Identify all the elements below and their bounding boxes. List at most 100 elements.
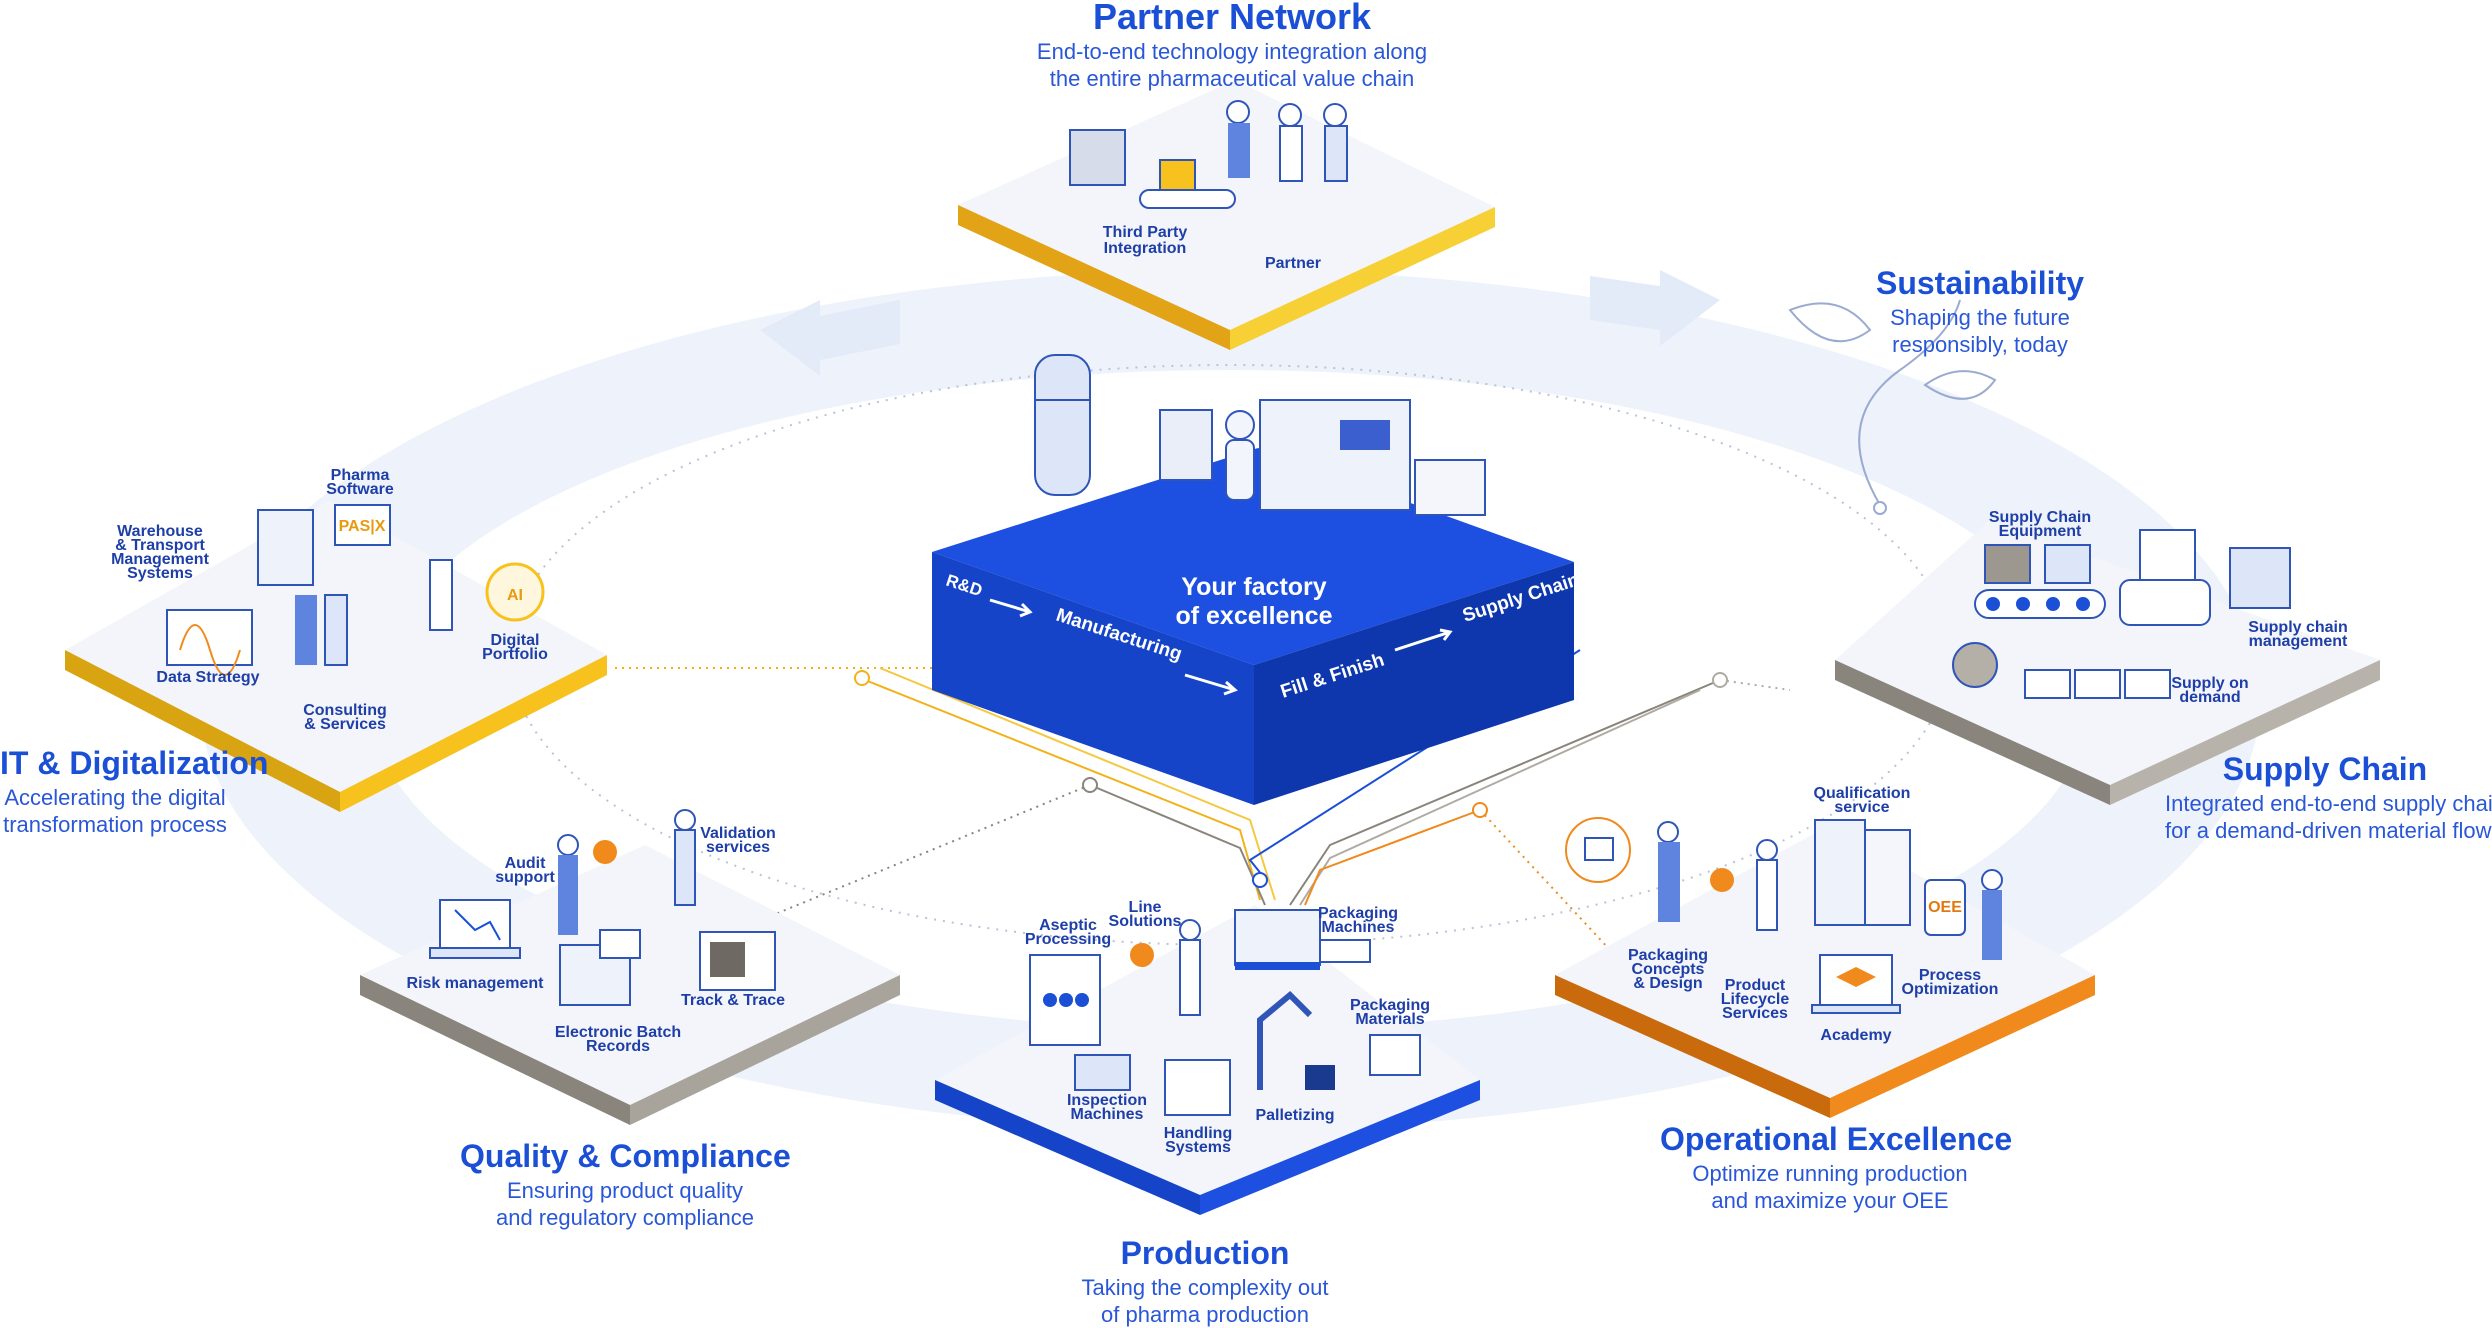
- production-item-pack-materials-1: Packaging: [1350, 997, 1430, 1014]
- ring-arrow: [1590, 270, 1720, 346]
- section-supply-chain: Supply Chain Integrated end-to-end suppl…: [2165, 748, 2492, 844]
- section-subtitle: Optimize running production and maximize…: [1692, 1161, 1968, 1213]
- it-item-management: Management: [111, 551, 209, 568]
- opex-item-qualification: Qualification: [1814, 785, 1911, 802]
- it-item-digital: Digital: [491, 632, 540, 649]
- section-title: Quality & Compliance: [460, 1138, 791, 1174]
- opex-item-services: Services: [1722, 1005, 1788, 1022]
- quality-item-services: services: [706, 839, 770, 856]
- section-title: Sustainability: [1875, 265, 2085, 301]
- quality-platform: Audit support Validation services Risk m…: [360, 809, 900, 1125]
- partner-item-partner: Partner: [1265, 255, 1321, 272]
- partner-platform: Third Party Integration Partner: [958, 80, 1495, 350]
- it-pasx-badge: PAS|X: [339, 518, 386, 535]
- opex-illustration: [1565, 817, 2003, 1014]
- supply-item-demand-2: demand: [2179, 689, 2240, 706]
- sustainability-plant: [1788, 299, 1997, 515]
- cube-left: [932, 552, 1254, 805]
- section-title: Production: [1120, 1235, 1290, 1271]
- section-subtitle: Taking the complexity out of pharma prod…: [1081, 1275, 1329, 1327]
- production-item-processing: Processing: [1025, 931, 1111, 948]
- supply-item-equipment-1: Supply Chain: [1989, 509, 2091, 526]
- section-it-digitalization: IT & Digitalization Accelerating the dig…: [0, 742, 269, 838]
- quality-item-ebr-2: Records: [586, 1038, 650, 1055]
- production-item-solutions: Solutions: [1109, 913, 1182, 930]
- it-item-warehouse: Warehouse: [117, 523, 203, 540]
- production-item-aseptic: Aseptic: [1039, 917, 1097, 934]
- it-illustration: [166, 504, 545, 676]
- cube-right: [1254, 562, 1574, 805]
- production-item-pack-materials-2: Materials: [1355, 1011, 1424, 1028]
- opex-item-academy: Academy: [1820, 1027, 1891, 1044]
- cube-title-line2: of excellence: [1175, 602, 1332, 630]
- partner-item-integration: Integration: [1104, 240, 1187, 257]
- section-subtitle: Shaping the future responsibly, today: [1890, 305, 2070, 357]
- quality-item-ebr-1: Electronic Batch: [555, 1024, 681, 1041]
- it-item-consulting: Consulting: [303, 702, 387, 719]
- production-item-handling-2: Systems: [1165, 1139, 1231, 1156]
- section-subtitle: End-to-end technology integration along …: [1036, 39, 1428, 91]
- it-item-services: & Services: [304, 716, 386, 733]
- it-item-portfolio: Portfolio: [482, 646, 548, 663]
- supply-item-demand-1: Supply on: [2171, 675, 2248, 692]
- central-cube: Your factory of excellence R&D Manufactu…: [932, 354, 1582, 805]
- opex-item-concepts: Concepts: [1632, 961, 1705, 978]
- section-title: Operational Excellence: [1660, 1121, 2013, 1157]
- ring-arrow: [760, 300, 900, 376]
- quality-item-risk: Risk management: [407, 975, 545, 992]
- section-sustainability: Sustainability Shaping the future respon…: [1850, 262, 2110, 358]
- supply-illustration: [1952, 529, 2291, 699]
- production-item-inspection-1: Inspection: [1067, 1092, 1147, 1109]
- opex-item-process: Process: [1919, 967, 1981, 984]
- it-item-systems: Systems: [127, 565, 193, 582]
- quality-item-validation: Validation: [700, 825, 776, 842]
- opex-item-packaging: Packaging: [1628, 947, 1708, 964]
- production-item-pack-machines-1: Packaging: [1318, 905, 1398, 922]
- partner-item-third-party: Third Party: [1103, 224, 1188, 241]
- opex-item-lifecycle: Lifecycle: [1721, 991, 1790, 1008]
- production-platform: Aseptic Processing Line Solutions Packag…: [935, 899, 1480, 1215]
- opex-item-product: Product: [1725, 977, 1786, 994]
- partner-illustration: [1069, 100, 1348, 209]
- supply-platform: Supply Chain Equipment Supply chain mana…: [1835, 509, 2380, 805]
- section-title: Supply Chain: [2222, 751, 2428, 787]
- production-illustration: [1029, 909, 1421, 1116]
- section-subtitle: Ensuring product quality and regulatory …: [495, 1178, 755, 1230]
- production-item-pack-machines-2: Machines: [1322, 919, 1395, 936]
- quality-item-track-trace: Track & Trace: [681, 992, 785, 1009]
- quality-item-support: support: [495, 869, 555, 886]
- opex-item-design: & Design: [1633, 975, 1702, 992]
- factory-machinery: [1034, 354, 1486, 516]
- section-operational-excellence: Operational Excellence Optimize running …: [1660, 1118, 2013, 1214]
- opex-oee-badge: OEE: [1928, 899, 1962, 916]
- production-item-palletizing: Palletizing: [1255, 1107, 1334, 1124]
- cube-title-line1: Your factory: [1181, 573, 1326, 601]
- section-title: Partner Network: [1092, 0, 1372, 37]
- section-partner-network: Partner Network End-to-end technology in…: [1022, 0, 1442, 92]
- production-item-inspection-2: Machines: [1071, 1106, 1144, 1123]
- it-item-transport: & Transport: [115, 537, 205, 554]
- production-item-line: Line: [1129, 899, 1162, 916]
- section-title: IT & Digitalization: [0, 745, 269, 781]
- it-item-software: Software: [326, 481, 394, 498]
- it-ai-badge: AI: [507, 587, 523, 604]
- supply-item-equipment-2: Equipment: [1999, 523, 2082, 540]
- supply-item-management-1: Supply chain: [2248, 619, 2348, 636]
- supply-item-management-2: management: [2249, 633, 2348, 650]
- it-platform: AI PAS|X Warehouse & Transport Managemen…: [65, 467, 607, 812]
- cube-top: [932, 448, 1574, 665]
- opex-item-service: service: [1834, 799, 1889, 816]
- opex-platform: OEE Qualification service Packaging Conc…: [1555, 785, 2095, 1118]
- stage-arrows: [989, 598, 1453, 696]
- section-subtitle: Integrated end-to-end supply chain for a…: [2165, 791, 2492, 843]
- it-item-pharma: Pharma: [331, 467, 390, 484]
- section-quality-compliance: Quality & Compliance Ensuring product qu…: [460, 1135, 791, 1231]
- quality-item-audit: Audit: [505, 855, 547, 872]
- section-production: Production Taking the complexity out of …: [1045, 1232, 1365, 1328]
- it-item-data-strategy: Data Strategy: [156, 669, 259, 686]
- opex-item-optimization: Optimization: [1902, 981, 1999, 998]
- quality-illustration: [429, 809, 776, 1006]
- section-subtitle: Accelerating the digital transformation …: [3, 785, 227, 837]
- production-item-handling-1: Handling: [1164, 1125, 1232, 1142]
